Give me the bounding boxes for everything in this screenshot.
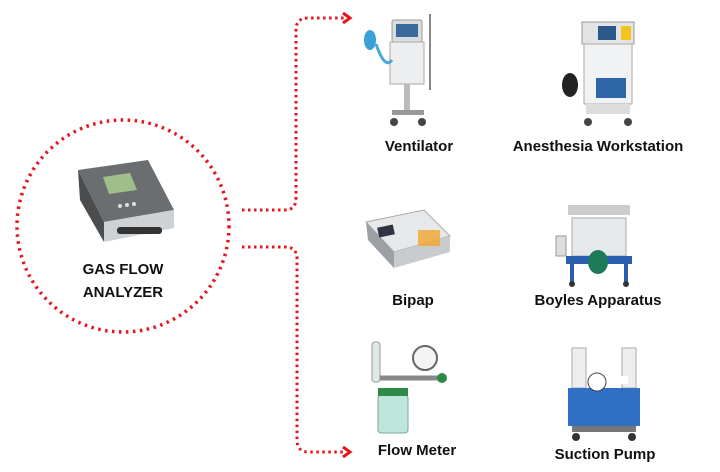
- arrow-bottom: [342, 445, 353, 459]
- center-label-line1: GAS FLOW: [82, 261, 164, 278]
- label-anesthesia-workstation: Anesthesia Workstation: [512, 138, 684, 155]
- analyzer-circle: [15, 118, 231, 334]
- label-ventilator: Ventilator: [384, 138, 454, 155]
- center-label-line2: ANALYZER: [82, 284, 164, 301]
- label-flow-meter: Flow Meter: [377, 442, 457, 459]
- connector-bottom: [242, 245, 346, 454]
- anesthesia-workstation-image: [562, 21, 635, 126]
- suction-pump-image: [568, 347, 640, 441]
- connector-top: [242, 16, 346, 212]
- label-bipap: Bipap: [392, 292, 434, 309]
- bipap-image: [365, 209, 451, 268]
- boyles-apparatus-image: [555, 205, 632, 287]
- gas-flow-analyzer-image: [78, 160, 174, 242]
- center-label: GAS FLOW ANALYZER: [83, 258, 164, 304]
- ventilator-image: [364, 14, 431, 126]
- arrow-top: [342, 11, 353, 25]
- label-boyles-apparatus: Boyles Apparatus: [534, 292, 662, 309]
- flow-meter-image: [371, 341, 447, 434]
- label-suction-pump: Suction Pump: [554, 446, 656, 463]
